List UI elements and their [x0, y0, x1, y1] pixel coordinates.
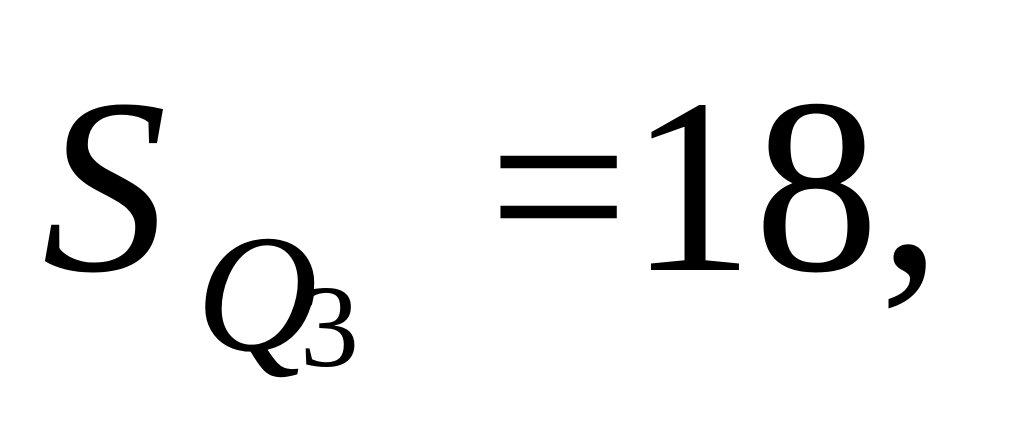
formula-value: =18,	[488, 48, 942, 325]
formula-variable: S	[42, 48, 167, 325]
formula-sub-subscript: 3	[300, 261, 359, 392]
formula-subscript: Q	[196, 201, 318, 387]
